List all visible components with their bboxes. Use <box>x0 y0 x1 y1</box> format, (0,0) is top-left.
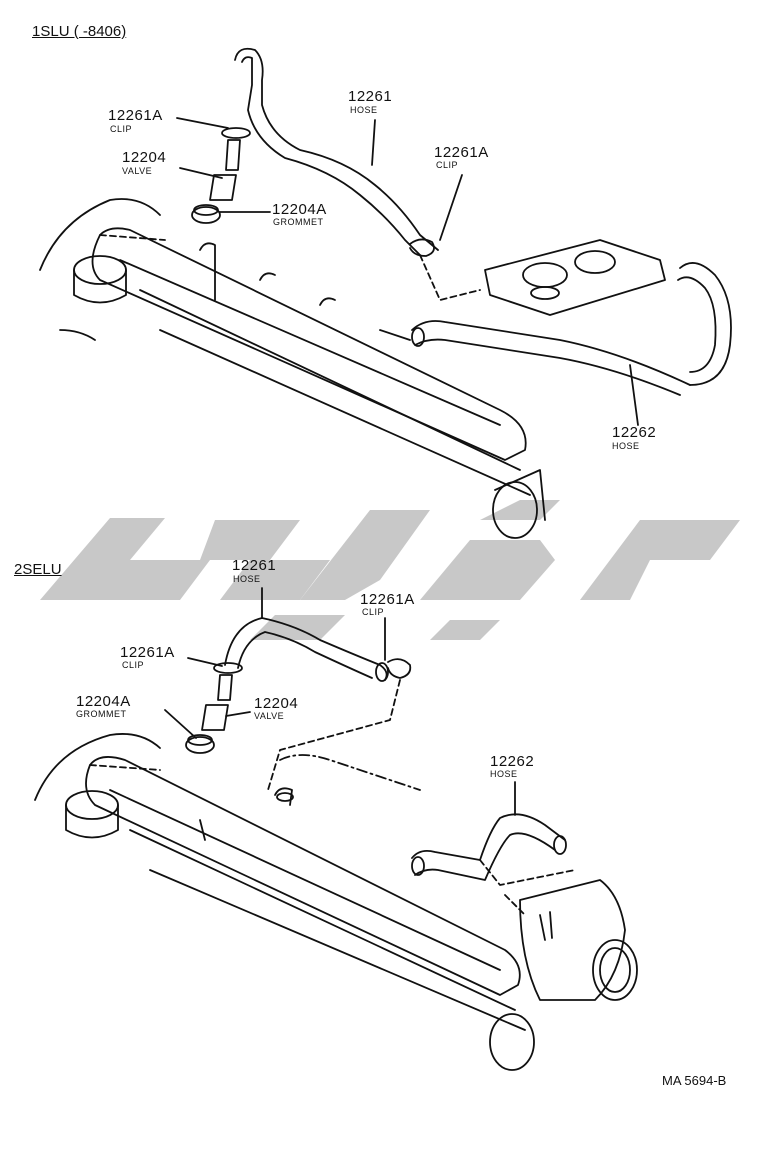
bottom-grommet <box>185 736 215 754</box>
top-clip-ring-left <box>221 127 251 139</box>
bottom-hose-12261 <box>224 617 388 681</box>
bottom-clip-left-number: 12261A <box>120 644 175 661</box>
top-hose-lower-number: 12262 <box>612 424 657 441</box>
top-clip-left-name: CLIP <box>110 124 133 134</box>
bottom-clip-right-name: CLIP <box>362 607 385 617</box>
bottom-valve-12204 <box>201 674 233 731</box>
bottom-grommet-number: 12204A <box>76 693 131 710</box>
top-grommet-name: GROMMET <box>273 217 324 227</box>
top-hose-lower-name: HOSE <box>612 441 640 451</box>
top-clip-right-number: 12261A <box>434 144 489 161</box>
bottom-oil-cap <box>65 790 119 820</box>
section-label-top: 1SLU ( -8406) <box>32 23 127 40</box>
top-clip-right-name: CLIP <box>436 160 459 170</box>
reference-code: MA 5694-B <box>662 1073 727 1088</box>
bottom-clip-left-name: CLIP <box>122 660 145 670</box>
bottom-clip-right-number: 12261A <box>360 591 415 608</box>
top-hose-upper-name: HOSE <box>350 105 378 115</box>
bottom-grommet-name: GROMMET <box>76 709 127 719</box>
top-grommet-number: 12204A <box>272 201 327 218</box>
top-head-cover <box>91 227 527 461</box>
top-hose-upper-number: 12261 <box>348 88 393 105</box>
bottom-throttle-body <box>519 879 626 1001</box>
bottom-clip-ring-right <box>387 658 412 679</box>
top-throttle-flange <box>484 239 666 316</box>
bottom-head-cover <box>85 756 521 996</box>
top-valve-number: 12204 <box>122 149 167 166</box>
bottom-hose-upper-name: HOSE <box>233 574 261 584</box>
bottom-clip-ring-left <box>213 662 243 674</box>
bottom-hose-12262 <box>411 813 566 861</box>
watermark-logo <box>40 500 740 640</box>
top-clip-ring-right <box>409 238 435 257</box>
bottom-hose-lower-name: HOSE <box>490 769 518 779</box>
top-grommet <box>191 206 221 224</box>
bottom-valve-name: VALVE <box>254 711 285 721</box>
section-label-bottom: 2SELU <box>14 561 62 578</box>
bottom-hose-upper-number: 12261 <box>232 557 277 574</box>
bottom-hose-lower-number: 12262 <box>490 753 535 770</box>
top-valve-12204 <box>209 139 241 201</box>
top-valve-name: VALVE <box>122 166 153 176</box>
top-clip-left-number: 12261A <box>108 107 163 124</box>
top-hose-12262 <box>411 320 691 386</box>
top-hose-12261 <box>234 47 439 251</box>
bottom-valve-number: 12204 <box>254 695 299 712</box>
